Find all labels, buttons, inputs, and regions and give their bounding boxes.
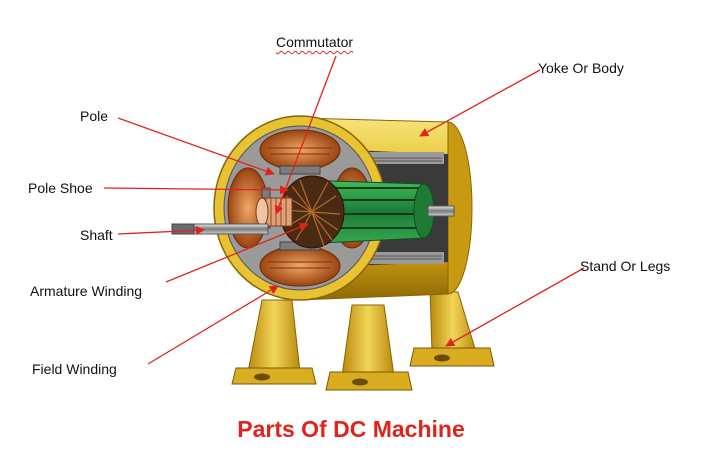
armature-winding [279, 175, 345, 249]
leader-armature [165, 222, 309, 283]
label-pole-shoe: Pole Shoe [28, 180, 93, 196]
label-stand-or-legs: Stand Or Legs [580, 258, 671, 274]
leader-shaft [117, 225, 205, 235]
label-armature-winding: Armature Winding [30, 283, 143, 299]
diagram-caption: Parts Of DC Machine [237, 416, 465, 442]
label-yoke-or-body: Yoke Or Body [538, 60, 624, 76]
field-laminations [360, 152, 444, 264]
shaft [171, 205, 455, 235]
leader-stand [445, 267, 585, 347]
label-pole: Pole [80, 108, 109, 124]
stand-legs [231, 289, 495, 391]
leader-pole [117, 117, 275, 176]
commutator [255, 197, 293, 227]
leader-field [147, 285, 279, 365]
leader-pole-shoe [103, 185, 289, 195]
label-field-winding: Field Winding [32, 361, 117, 377]
leader-yoke [419, 69, 541, 137]
label-commutator: Commutator [276, 34, 354, 50]
label-shaft: Shaft [80, 227, 113, 243]
leader-lines [103, 55, 585, 365]
